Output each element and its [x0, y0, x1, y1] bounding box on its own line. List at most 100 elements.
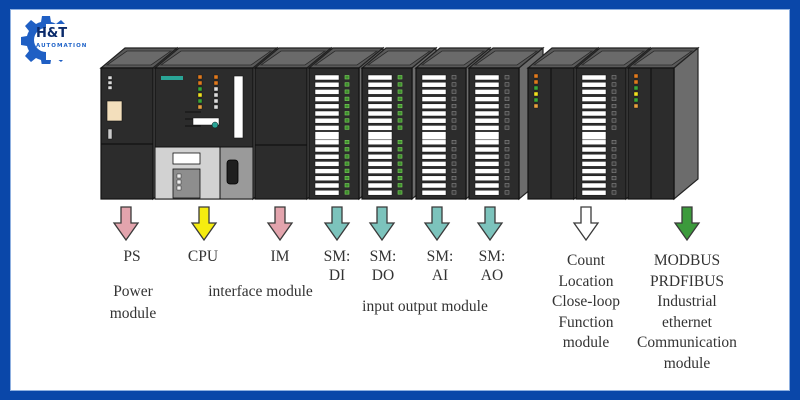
- led-icon: [197, 74, 203, 80]
- led-icon: [107, 75, 113, 80]
- led-icon: [397, 89, 403, 94]
- brand-logo: [16, 12, 96, 66]
- led-icon: [611, 161, 617, 166]
- label-line: Count: [567, 252, 605, 269]
- arrow-down-icon: [323, 206, 351, 242]
- arrow-down-icon: [112, 206, 140, 242]
- led-icon: [213, 104, 219, 110]
- led-icon: [344, 82, 350, 87]
- led-icon: [197, 98, 203, 104]
- led-icon: [504, 96, 510, 101]
- led-icon: [611, 111, 617, 116]
- led-icon: [611, 125, 617, 130]
- label-power-module: Power module: [98, 282, 168, 323]
- led-icon: [397, 147, 403, 152]
- led-icon: [344, 140, 350, 145]
- led-icon: [504, 183, 510, 188]
- led-icon: [611, 147, 617, 152]
- label-line: Communication: [637, 334, 737, 351]
- label-line: PRDFIBUS: [649, 272, 725, 290]
- led-icon: [344, 75, 350, 80]
- led-icon: [451, 154, 457, 159]
- led-icon: [344, 168, 350, 173]
- led-icon: [397, 140, 403, 145]
- led-icon: [451, 168, 457, 173]
- arrow-down-icon: [572, 206, 600, 242]
- arrow-down-icon: [476, 206, 504, 242]
- label-line: Close-loop: [551, 293, 621, 310]
- label-line: AI: [431, 267, 449, 284]
- label-im: IM: [270, 248, 290, 265]
- led-icon: [504, 154, 510, 159]
- led-icon: [633, 91, 639, 97]
- led-icon: [533, 79, 539, 85]
- led-icon: [451, 111, 457, 116]
- led-icon: [213, 86, 219, 92]
- label-line: SM:: [369, 248, 397, 265]
- label-line: ethernet: [662, 313, 712, 331]
- label-line: DI: [328, 267, 346, 284]
- mpi-port-icon: [226, 159, 239, 185]
- label-line: Power: [113, 283, 153, 300]
- led-icon: [504, 176, 510, 181]
- led-icon: [397, 82, 403, 87]
- led-icon: [611, 75, 617, 80]
- led-icon: [344, 147, 350, 152]
- led-icon: [107, 80, 113, 85]
- led-icon: [213, 80, 219, 86]
- led-icon: [344, 161, 350, 166]
- label-line: Function: [558, 313, 614, 331]
- led-icon: [504, 104, 510, 109]
- label-communication-module: MODBUS PRDFIBUS Industrial ethernet Comm…: [626, 251, 748, 374]
- mode-switch-icon: [192, 117, 220, 126]
- gear-icon: [21, 16, 96, 66]
- label-line: module: [109, 305, 157, 322]
- led-icon: [451, 140, 457, 145]
- led-icon: [344, 183, 350, 188]
- led-icon: [504, 168, 510, 173]
- led-icon: [451, 75, 457, 80]
- led-icon: [397, 125, 403, 130]
- led-icon: [504, 125, 510, 130]
- label-input-output-module: input output module: [362, 298, 488, 315]
- label-ps: PS: [123, 248, 141, 265]
- led-icon: [504, 140, 510, 145]
- arrow-down-icon: [673, 206, 701, 242]
- led-icon: [213, 98, 219, 104]
- label-line: SM:: [426, 248, 454, 265]
- led-icon: [213, 74, 219, 80]
- label-line: AO: [480, 267, 504, 284]
- label-interface-module: interface module: [208, 283, 313, 300]
- led-icon: [397, 168, 403, 173]
- led-icon: [504, 147, 510, 152]
- label-line: SM:: [478, 248, 506, 265]
- label-function-module: Count Location Close-loop Function modul…: [536, 251, 636, 354]
- led-icon: [344, 125, 350, 130]
- memory-slot: [233, 75, 244, 139]
- led-icon: [611, 82, 617, 87]
- led-icon: [611, 96, 617, 101]
- led-icon: [633, 85, 639, 91]
- led-icon: [197, 92, 203, 98]
- led-icon: [533, 103, 539, 109]
- led-icon: [197, 80, 203, 86]
- led-icon: [451, 104, 457, 109]
- led-icon: [504, 161, 510, 166]
- led-icon: [344, 96, 350, 101]
- led-icon: [397, 118, 403, 123]
- led-icon: [611, 176, 617, 181]
- led-icon: [451, 96, 457, 101]
- led-icon: [451, 176, 457, 181]
- led-icon: [533, 97, 539, 103]
- label-plate: [106, 100, 123, 122]
- led-icon: [344, 118, 350, 123]
- led-icon: [504, 190, 510, 195]
- led-icon: [451, 89, 457, 94]
- led-icon: [611, 190, 617, 195]
- led-icon: [344, 104, 350, 109]
- label-line: Industrial: [657, 293, 717, 310]
- led-icon: [344, 154, 350, 159]
- led-icon: [451, 82, 457, 87]
- led-icon: [633, 73, 639, 79]
- led-icon: [344, 111, 350, 116]
